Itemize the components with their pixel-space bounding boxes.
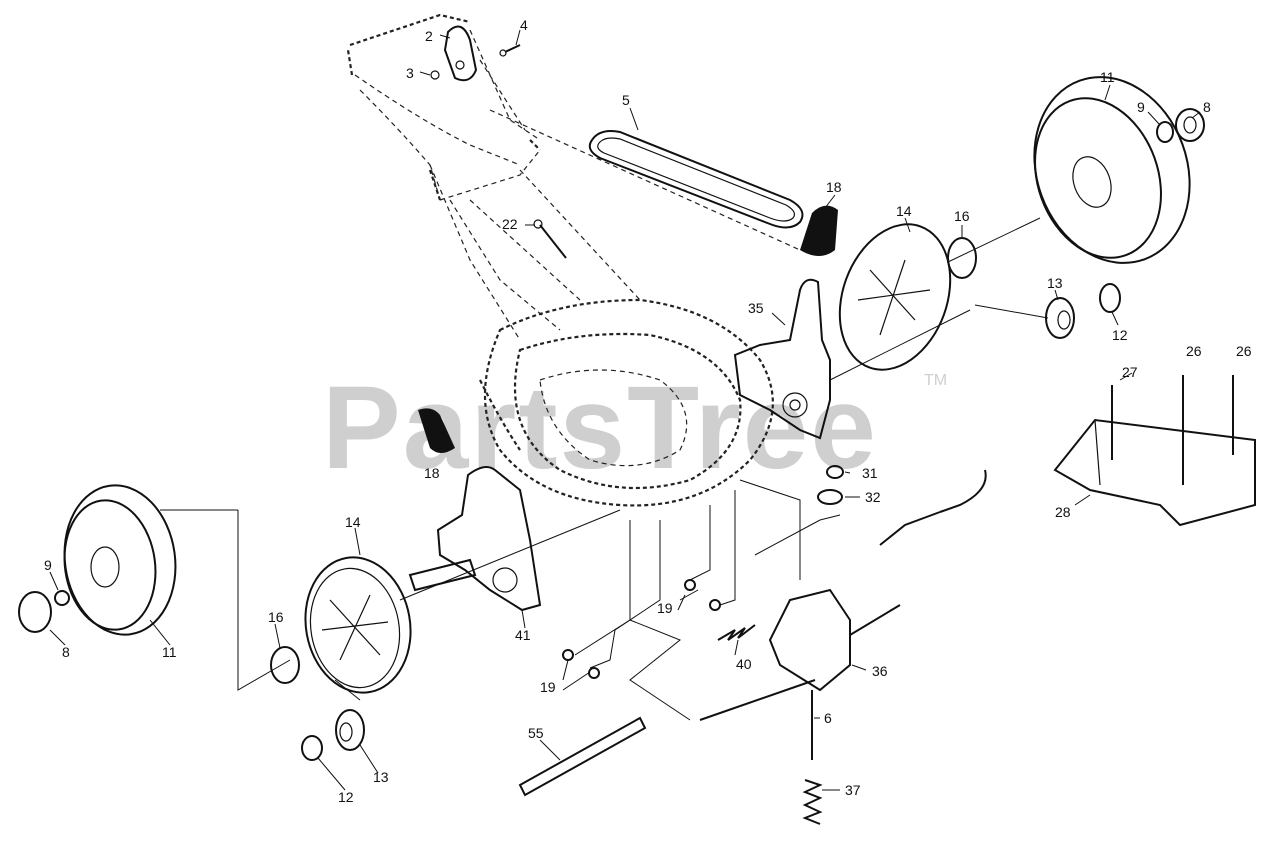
label-part-16-right: 16 [954, 208, 970, 224]
label-part-26-b: 26 [1236, 343, 1252, 359]
cap-right-part-8 [1175, 108, 1205, 142]
label-part-5-belt: 5 [622, 92, 630, 108]
label-part-28: 28 [1055, 504, 1071, 520]
label-part-26-a: 26 [1186, 343, 1202, 359]
nut-part-19-b [588, 667, 600, 679]
washer-right-part-16 [947, 237, 977, 279]
gear-right-part-13 [1045, 297, 1075, 339]
label-part-8-left: 8 [62, 644, 70, 660]
label-part-18-lower: 18 [424, 465, 440, 481]
hubcap-left-part-14 [304, 556, 412, 694]
label-part-13-right: 13 [1047, 275, 1063, 291]
label-part-55: 55 [528, 725, 544, 741]
label-part-41: 41 [515, 627, 531, 643]
label-part-19-mid: 19 [657, 600, 673, 616]
screw-part-4 [499, 44, 521, 57]
label-part-9-right: 9 [1137, 99, 1145, 115]
label-part-11-left: 11 [162, 644, 177, 660]
hubcap-right-part-14 [838, 223, 952, 371]
watermark-text: PartsTree [322, 362, 878, 494]
label-part-4-top: 4 [520, 17, 528, 33]
label-part-12-right: 12 [1112, 327, 1128, 343]
label-part-31: 31 [862, 465, 878, 481]
rod-part-55 [518, 716, 647, 797]
label-part-12-left: 12 [338, 789, 354, 805]
wheel-right-part-11 [1033, 76, 1191, 264]
label-part-9-left: 9 [44, 557, 52, 573]
nut-part-31 [826, 465, 844, 479]
axle-line-right [947, 217, 1041, 263]
label-part-16-left: 16 [268, 609, 284, 625]
label-part-19-low: 19 [540, 679, 556, 695]
nut-part-19-a [562, 649, 574, 661]
assembly-lines [160, 309, 971, 721]
spring-part-40 [717, 624, 756, 641]
part-labels: 2 4 3 5 11 9 8 18 14 16 22 13 12 35 26 2… [44, 17, 1252, 805]
bolt-part-22 [533, 219, 567, 259]
height-adjuster-right-part-35 [733, 278, 831, 440]
pad-part-18-lower [418, 408, 455, 453]
washer-left-part-16 [270, 646, 300, 684]
gear-left-part-13 [335, 709, 365, 751]
control-cable [879, 469, 987, 546]
label-part-3-top: 3 [406, 65, 414, 81]
label-part-37: 37 [845, 782, 861, 798]
clip-left-part-12 [301, 735, 323, 761]
wheel-left-part-11 [63, 484, 177, 636]
nut-part-19-c [684, 579, 696, 591]
nut-part-3 [430, 70, 440, 80]
gear-line-right [974, 304, 1049, 319]
label-part-13-left: 13 [373, 769, 389, 785]
deflector-part-28 [1053, 375, 1256, 527]
cable-bracket-part-2 [443, 25, 478, 82]
clip-right-part-12 [1099, 283, 1121, 313]
deck-outline-dashed [479, 298, 774, 507]
pad-part-18-upper [800, 205, 838, 256]
label-part-6: 6 [824, 710, 832, 726]
nut-part-19-d [709, 599, 721, 611]
spring-part-37 [802, 779, 823, 825]
transmission-part-36 [699, 588, 901, 721]
label-part-14-right: 14 [896, 203, 912, 219]
label-part-8-right: 8 [1203, 99, 1211, 115]
height-adjuster-left-part-41 [408, 465, 542, 612]
label-part-14-left: 14 [345, 514, 361, 530]
label-part-18-upper: 18 [826, 179, 842, 195]
watermark-trademark: TM [924, 372, 947, 389]
cap-left-part-8 [18, 591, 52, 633]
washer-right-part-9 [1156, 121, 1174, 143]
label-part-22: 22 [502, 216, 518, 232]
leader-lines [49, 29, 1201, 791]
washer-part-32 [817, 489, 843, 505]
label-part-35: 35 [748, 300, 764, 316]
label-part-11-right: 11 [1100, 69, 1115, 85]
label-part-2-top: 2 [425, 28, 433, 44]
drive-belt-part-5 [588, 130, 804, 229]
label-part-27: 27 [1122, 364, 1138, 380]
label-part-40: 40 [736, 656, 752, 672]
label-part-36: 36 [872, 663, 888, 679]
watermark: PartsTree TM [322, 362, 947, 494]
washer-left-part-9 [54, 590, 70, 606]
label-part-32: 32 [865, 489, 881, 505]
